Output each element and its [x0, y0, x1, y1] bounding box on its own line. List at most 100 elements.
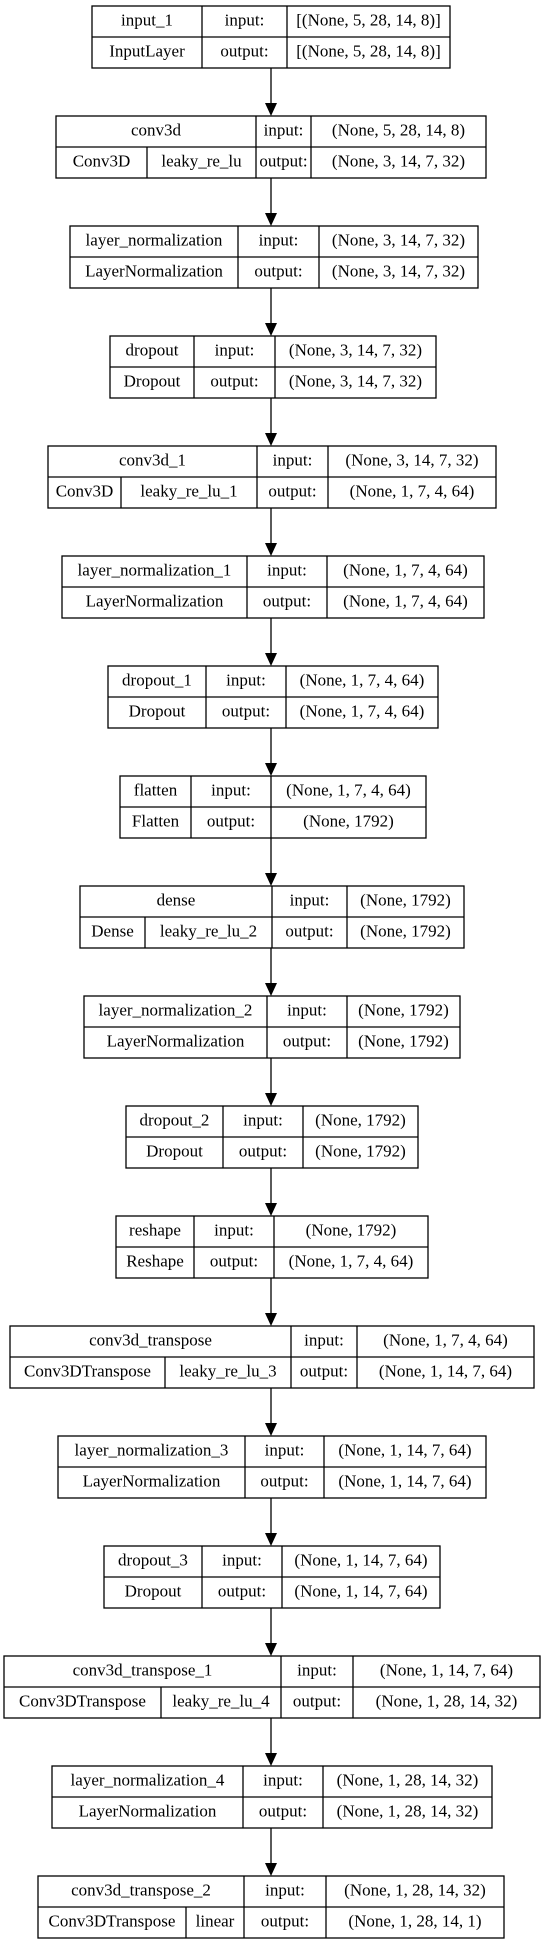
layer-name: dropout — [126, 340, 179, 359]
layer-type: Conv3DTranspose — [49, 1911, 176, 1930]
arrow-head — [265, 653, 277, 666]
flow-arrow — [265, 728, 277, 776]
flow-arrow — [265, 288, 277, 336]
layer-type: LayerNormalization — [83, 1471, 221, 1490]
flow-arrow — [265, 1828, 277, 1876]
layer-type: Conv3DTranspose — [19, 1691, 146, 1710]
output-shape: (None, 1, 14, 7, 64) — [338, 1471, 471, 1490]
output-shape: (None, 1, 28, 14, 1) — [348, 1911, 481, 1930]
arrow-head — [265, 1533, 277, 1546]
input-port-label: input: — [225, 10, 265, 29]
layer-name: dropout_1 — [122, 670, 192, 689]
layer-name: dense — [157, 890, 196, 909]
input-port-label: input: — [265, 1880, 305, 1899]
output-shape: (None, 1792) — [358, 1031, 449, 1050]
output-port-label: output: — [300, 1361, 348, 1380]
layer-node-layer_normalization: layer_normalizationLayerNormalizationinp… — [69, 225, 479, 289]
layer-type: Dropout — [146, 1141, 203, 1160]
layer-name: dropout_3 — [118, 1550, 188, 1569]
output-port-label: output: — [263, 591, 311, 610]
input-port-label: input: — [226, 670, 266, 689]
layer-type: Dropout — [129, 701, 186, 720]
output-shape: (None, 1, 7, 4, 64) — [289, 1251, 414, 1270]
output-shape: [(None, 5, 28, 14, 8)] — [296, 41, 440, 60]
input-port-label: input: — [215, 340, 255, 359]
arrow-head — [265, 103, 277, 116]
layer-type: LayerNormalization — [86, 591, 224, 610]
layer-type: LayerNormalization — [79, 1801, 217, 1820]
layer-type: Conv3D — [73, 151, 131, 170]
layer-activation: leaky_re_lu_4 — [172, 1691, 270, 1710]
arrow-head — [265, 433, 277, 446]
input-port-label: input: — [243, 1110, 283, 1129]
input-port-label: input: — [273, 450, 313, 469]
input-shape: (None, 1, 28, 14, 32) — [344, 1880, 486, 1899]
flow-arrow — [265, 1498, 277, 1546]
input-port-label: input: — [222, 1550, 262, 1569]
layer-name: conv3d_transpose_2 — [71, 1880, 211, 1899]
layer-activation: leaky_re_lu — [161, 151, 242, 170]
arrow-head — [265, 1423, 277, 1436]
input-shape: [(None, 5, 28, 14, 8)] — [296, 10, 440, 29]
input-shape: (None, 1, 14, 7, 64) — [380, 1660, 513, 1679]
layer-name: conv3d_transpose_1 — [73, 1660, 213, 1679]
input-shape: (None, 1792) — [315, 1110, 406, 1129]
flow-arrow — [265, 1278, 277, 1326]
layer-name: layer_normalization_1 — [78, 560, 232, 579]
arrow-head — [265, 1203, 277, 1216]
layer-name: layer_normalization_3 — [75, 1440, 229, 1459]
input-shape: (None, 1792) — [306, 1220, 397, 1239]
arrow-head — [265, 983, 277, 996]
layer-type: Reshape — [126, 1251, 184, 1270]
output-shape: (None, 1, 7, 4, 64) — [300, 701, 425, 720]
input-shape: (None, 3, 14, 7, 32) — [345, 450, 478, 469]
output-shape: (None, 1792) — [303, 811, 394, 830]
output-shape: (None, 1792) — [315, 1141, 406, 1160]
output-shape: (None, 3, 14, 7, 32) — [289, 371, 422, 390]
output-shape: (None, 1, 14, 7, 64) — [294, 1581, 427, 1600]
layer-name: layer_normalization_4 — [71, 1770, 225, 1789]
arrow-head — [265, 763, 277, 776]
layer-name: conv3d — [131, 120, 182, 139]
layer-type: Dropout — [124, 371, 181, 390]
output-port-label: output: — [261, 1911, 309, 1930]
flow-arrow — [265, 178, 277, 226]
flow-arrow — [265, 508, 277, 556]
input-port-label: input: — [290, 890, 330, 909]
layer-name: reshape — [129, 1220, 181, 1239]
arrow-head — [265, 213, 277, 226]
input-shape: (None, 1, 7, 4, 64) — [300, 670, 425, 689]
layer-type: Dense — [91, 921, 133, 940]
input-port-label: input: — [267, 560, 307, 579]
input-port-label: input: — [259, 230, 299, 249]
input-shape: (None, 1, 7, 4, 64) — [383, 1330, 508, 1349]
output-port-label: output: — [220, 41, 268, 60]
input-port-label: input: — [264, 120, 304, 139]
layer-activation: leaky_re_lu_2 — [160, 921, 257, 940]
layer-type: InputLayer — [109, 41, 185, 60]
layer-name: conv3d_transpose — [89, 1330, 212, 1349]
output-port-label: output: — [259, 151, 307, 170]
input-shape: (None, 1, 14, 7, 64) — [294, 1550, 427, 1569]
flow-arrow — [265, 68, 277, 116]
output-shape: (None, 1, 7, 4, 64) — [350, 481, 475, 500]
arrow-head — [265, 1863, 277, 1876]
arrow-head — [265, 323, 277, 336]
layer-name: layer_normalization_2 — [99, 1000, 253, 1019]
flow-arrow — [265, 1388, 277, 1436]
input-port-label: input: — [263, 1770, 303, 1789]
arrow-head — [265, 1313, 277, 1326]
output-port-label: output: — [260, 1471, 308, 1490]
output-port-label: output: — [259, 1801, 307, 1820]
output-port-label: output: — [210, 371, 258, 390]
output-port-label: output: — [239, 1141, 287, 1160]
